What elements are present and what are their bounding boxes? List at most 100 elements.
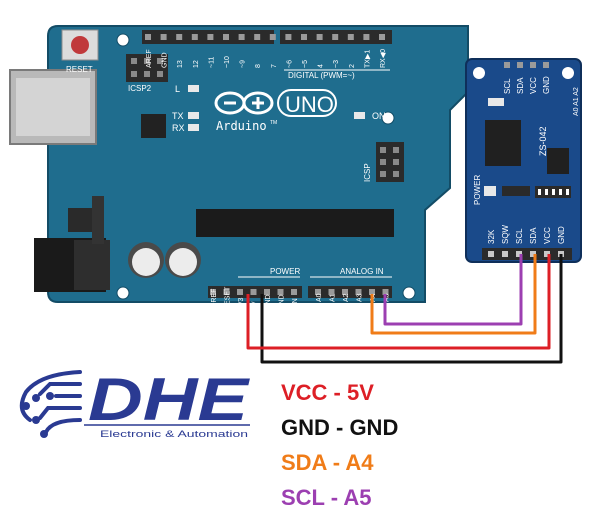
analog-label: ANALOG IN (340, 267, 384, 276)
digital-pin-label: TX▶1 (364, 50, 371, 68)
pin-hole (530, 62, 536, 68)
rx-led-label: RX (172, 123, 185, 133)
reset-label: RESET (66, 65, 93, 74)
model-label: UNO (285, 92, 334, 117)
legend-vcc: VCC - 5V (281, 380, 374, 405)
mounting-hole (381, 111, 395, 125)
digital-pin-label: AREF (146, 49, 153, 68)
pin-hole (544, 251, 550, 257)
mounting-hole (402, 286, 416, 300)
pin-hole (516, 251, 522, 257)
pin-hole (382, 289, 389, 295)
pin-hole (250, 289, 257, 295)
pin-hole (543, 62, 549, 68)
digital-pin-label: 2 (349, 64, 356, 68)
digital-pin-label: ~6 (286, 60, 293, 68)
wire-vcc (246, 254, 551, 350)
pin-hole (488, 251, 494, 257)
icsp2-label: ICSP2 (128, 84, 152, 93)
rtc-bottom-pin-label: 32K (487, 229, 496, 244)
rtc-bottom-pin-label: GND (557, 226, 566, 244)
pin-hole (502, 251, 508, 257)
rx-led (188, 124, 199, 131)
analog-pin-label: A1 (330, 293, 337, 302)
digital-pin-label: 8 (255, 64, 262, 68)
rtc-resistor (488, 98, 504, 106)
pin-hole (342, 289, 348, 295)
rtc-mounting-hole (562, 67, 574, 79)
pin-hole (207, 34, 214, 40)
brand-label: Arduino (216, 119, 267, 133)
pin-hole (363, 34, 370, 40)
digital-pin-label: GND (162, 52, 169, 68)
circuit-trace-icon (19, 370, 82, 434)
wire-gnd (260, 254, 563, 364)
rtc-address-label: A0 A1 A2 (573, 87, 580, 116)
power-pin-label: 3V3 (238, 297, 245, 310)
digital-pin-label: 13 (177, 60, 184, 68)
rtc-power-label: POWER (473, 175, 482, 205)
rtc-model-label: ZS-042 (538, 126, 548, 156)
digital-pin-label: 12 (193, 60, 200, 68)
logo-tagline: Electronic & Automation (100, 429, 248, 439)
analog-pin-label: A2 (343, 293, 350, 302)
capacitor (165, 242, 201, 278)
pin-hole (210, 289, 216, 295)
power-pin-label: VIN (292, 298, 299, 310)
pin-hole (269, 34, 276, 40)
trademark-label: TM (270, 120, 277, 126)
pin-hole (301, 34, 307, 40)
digital-pin-label: ~5 (302, 60, 309, 68)
pin-hole (237, 289, 243, 295)
pin-hole (191, 34, 198, 40)
pin-hole (223, 34, 229, 40)
eeprom-chip (485, 120, 521, 166)
power-label: POWER (270, 267, 300, 276)
pin-hole (504, 62, 510, 68)
digital-pin-label: 7 (271, 64, 278, 68)
pin-hole (238, 34, 245, 40)
rtc-power-led (484, 186, 496, 196)
on-led-label: ON (372, 111, 386, 121)
pin-hole (517, 62, 523, 68)
rtc-bottom-pin-label: SDA (529, 227, 538, 244)
rtc-top-pin-label: SCL (503, 78, 512, 94)
pin-hole (315, 289, 321, 295)
pin-hole (160, 34, 167, 40)
pin-hole (264, 289, 270, 295)
rtc-bottom-pin-label: SQW (501, 224, 510, 244)
pin-hole (277, 289, 284, 295)
reset-button-cap[interactable] (71, 36, 89, 54)
analog-pin-label: A5 (384, 293, 391, 302)
icsp-label: ICSP (363, 163, 372, 182)
digital-pin-label: RX◀0 (380, 49, 387, 68)
rtc-resistor-array (502, 186, 530, 196)
on-led (354, 112, 365, 119)
voltage-regulator (68, 208, 94, 232)
power-pin-label: IOREF (211, 289, 218, 310)
digital-pin-label: ~11 (208, 57, 215, 68)
power-pin-label: GND (279, 294, 286, 310)
pin-hole (291, 289, 297, 295)
wire-scl (383, 254, 523, 326)
pin-hole (347, 34, 354, 40)
usb-chip (141, 114, 166, 138)
rtc-top-pin-label: GND (542, 76, 551, 94)
wires (246, 254, 563, 364)
pin-hole (254, 34, 261, 40)
rtc-mounting-hole (473, 67, 485, 79)
digital-pin-label: ~10 (224, 56, 231, 68)
dhe-logo: DHE Electronic & Automation (19, 366, 250, 439)
tx-led-label: TX (172, 111, 184, 121)
rtc-bottom-pin-label: SCL (515, 228, 524, 244)
power-jack-body (74, 240, 110, 290)
pin-hole (316, 34, 323, 40)
power-pin-label: 5V (252, 301, 259, 310)
pin-hole (369, 289, 375, 295)
